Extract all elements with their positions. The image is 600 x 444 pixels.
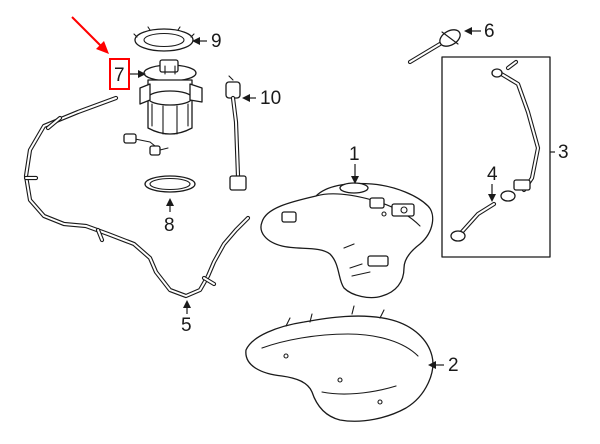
- label-3: 3: [550, 142, 569, 163]
- callout-arrow-shaft: [71, 16, 104, 49]
- label-10: 10: [242, 88, 281, 109]
- svg-text:3: 3: [558, 142, 569, 163]
- svg-text:9: 9: [211, 31, 222, 52]
- seal-ring-part[interactable]: [144, 175, 196, 193]
- svg-text:10: 10: [260, 88, 281, 109]
- filler-pipe-part[interactable]: [441, 56, 551, 258]
- highlight-box: [109, 58, 130, 90]
- svg-text:8: 8: [164, 215, 175, 236]
- level-sensor-part[interactable]: [225, 75, 247, 191]
- highlight-callout: [71, 16, 130, 90]
- svg-text:4: 4: [487, 164, 498, 185]
- fuel-tank-shield-part[interactable]: [245, 305, 434, 422]
- lock-ring-part[interactable]: [133, 26, 195, 52]
- svg-text:1: 1: [349, 144, 360, 165]
- filler-cap-part[interactable]: [407, 26, 463, 65]
- label-2: 2: [428, 355, 459, 376]
- label-6: 6: [464, 21, 495, 42]
- label-8: 8: [164, 198, 175, 236]
- svg-text:6: 6: [484, 21, 495, 42]
- callout-arrow-head: [96, 41, 109, 54]
- label-4: 4: [487, 164, 498, 202]
- svg-text:2: 2: [448, 355, 459, 376]
- fuel-tank-part[interactable]: [260, 182, 434, 299]
- filler-hose-part[interactable]: [450, 190, 516, 242]
- svg-text:5: 5: [181, 315, 192, 336]
- label-1: 1: [349, 144, 360, 184]
- fuel-pump-module-part[interactable]: [123, 59, 203, 156]
- svg-text:7: 7: [114, 65, 125, 86]
- label-9: 9: [192, 31, 222, 52]
- fuel-line-part[interactable]: [23, 95, 251, 299]
- label-5: 5: [181, 300, 192, 336]
